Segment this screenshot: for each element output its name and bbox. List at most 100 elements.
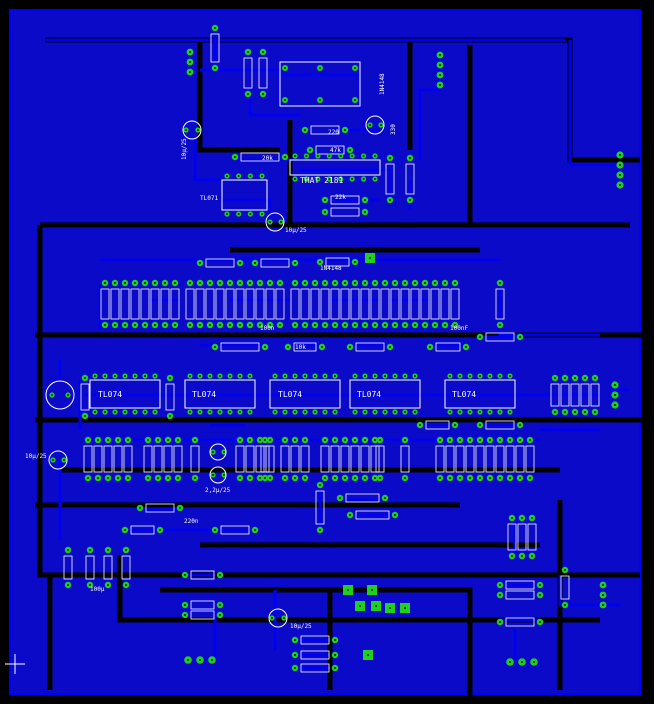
resistor-outline	[505, 580, 535, 590]
pad-hole	[520, 516, 524, 520]
pad-hole	[318, 66, 322, 70]
pad-hole	[498, 583, 502, 587]
resistor-outline	[130, 288, 140, 320]
pad-hole	[96, 438, 100, 442]
ic-tl074-1-body	[89, 379, 161, 409]
pad-hole	[498, 281, 502, 285]
pad-hole	[333, 476, 337, 480]
pad-hole	[563, 410, 567, 414]
pad-hole	[333, 438, 337, 442]
pad-hole	[198, 410, 202, 414]
pad-hole	[448, 410, 452, 414]
pad-hole	[260, 174, 264, 178]
pad-hole	[498, 620, 502, 624]
pad-hole	[228, 410, 232, 414]
pad-hole	[211, 450, 215, 454]
pad-hole	[323, 281, 327, 285]
resistor-outline	[475, 445, 485, 473]
resistor-outline	[570, 383, 580, 407]
resistor-outline	[455, 445, 465, 473]
pad-hole	[268, 476, 272, 480]
resistor-outline	[225, 288, 235, 320]
pad-hole	[363, 438, 367, 442]
pad-hole	[333, 638, 337, 642]
pad-hole	[211, 473, 215, 477]
pad-hole	[323, 438, 327, 442]
pad-hole	[106, 583, 110, 587]
resistor-outline	[310, 288, 320, 320]
pad-hole	[283, 155, 287, 159]
pad-hole	[370, 588, 374, 592]
pad-hole	[532, 660, 536, 664]
pad-hole	[313, 374, 317, 378]
pad-hole	[218, 573, 222, 577]
resistor-outline	[120, 288, 130, 320]
pad-hole	[246, 50, 250, 54]
label-tl074-1: TL074	[98, 390, 122, 399]
resistor-outline	[385, 163, 395, 195]
resistor-outline	[140, 288, 150, 320]
pad-hole	[383, 323, 387, 327]
pad-hole	[261, 92, 265, 96]
pad-hole	[248, 281, 252, 285]
pad-hole	[193, 438, 197, 442]
pad-hole	[283, 66, 287, 70]
pad-hole	[488, 374, 492, 378]
pad-hole	[293, 653, 297, 657]
pad-hole	[468, 410, 472, 414]
pad-hole	[278, 281, 282, 285]
pad-hole	[183, 613, 187, 617]
pad-hole	[333, 653, 337, 657]
pad-hole	[498, 374, 502, 378]
label-diode-mid: 1N4148	[320, 265, 342, 272]
pad-hole	[510, 516, 514, 520]
pad-hole	[343, 281, 347, 285]
pad-hole	[438, 476, 442, 480]
resistor-outline	[83, 445, 93, 473]
pad-hole	[613, 383, 617, 387]
pad-hole	[418, 423, 422, 427]
pad-hole	[333, 374, 337, 378]
resistor-outline	[505, 590, 535, 600]
pad-hole	[305, 177, 308, 181]
pad-hole	[423, 323, 427, 327]
pad-hole	[464, 345, 468, 349]
pad-hole	[123, 281, 127, 285]
pad-hole	[233, 155, 237, 159]
pad-hole	[225, 174, 229, 178]
pad-hole	[96, 476, 100, 480]
resistor-outline	[255, 445, 265, 473]
resistor-outline	[215, 288, 225, 320]
resistor-outline	[185, 288, 195, 320]
pad-hole	[303, 410, 307, 414]
pad-hole	[123, 410, 127, 414]
pad-hole	[83, 376, 87, 380]
resistor-outline	[485, 420, 515, 430]
resistor-outline	[355, 510, 390, 520]
pad-hole	[362, 177, 365, 181]
pad-hole	[313, 323, 317, 327]
pad-hole	[438, 83, 442, 87]
pad-hole	[282, 616, 286, 620]
pad-hole	[563, 603, 567, 607]
pad-hole	[153, 281, 157, 285]
pad-hole	[116, 438, 120, 442]
pad-hole	[518, 335, 522, 339]
resistor-outline	[380, 288, 390, 320]
resistor-outline	[325, 257, 350, 267]
pad-hole	[478, 476, 482, 480]
pad-hole	[293, 374, 297, 378]
resistor-outline	[350, 445, 360, 473]
pad-hole	[258, 281, 262, 285]
label-res-220: 220	[328, 129, 339, 136]
pad-hole	[363, 210, 367, 214]
label-cap-10u-top: 10µ/25	[181, 138, 188, 160]
pad-hole	[538, 620, 542, 624]
cap-10u-bottom	[268, 608, 288, 628]
pad-hole	[270, 616, 274, 620]
pad-hole	[530, 554, 534, 558]
solder-pads	[49, 24, 624, 672]
pad-hole	[448, 438, 452, 442]
resistor-outline	[430, 288, 440, 320]
